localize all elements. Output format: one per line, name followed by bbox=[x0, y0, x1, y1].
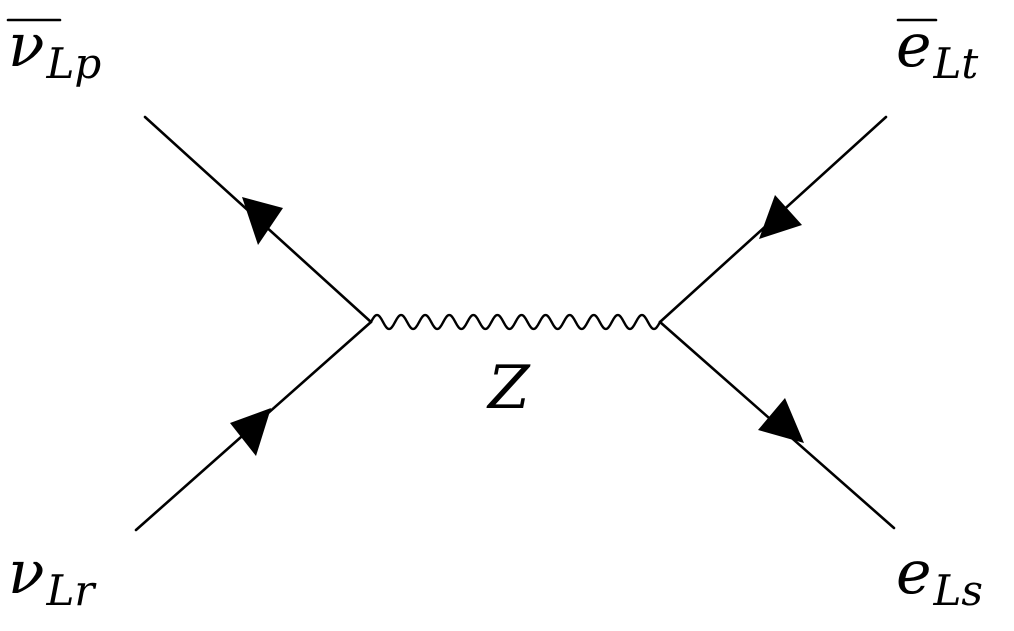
svg-text:νLr: νLr bbox=[8, 538, 97, 615]
label-top-right-symbol: e bbox=[896, 11, 932, 81]
svg-text:νLp: νLp bbox=[8, 11, 101, 88]
arrow-top-left-icon bbox=[242, 197, 283, 245]
svg-text:eLt: eLt bbox=[896, 11, 978, 88]
label-bottom-right-subscript: Ls bbox=[933, 566, 983, 615]
label-propagator: Z bbox=[486, 353, 531, 423]
label-top-right: eLt bbox=[896, 11, 978, 88]
label-bottom-right-symbol: e bbox=[896, 538, 932, 608]
label-bottom-left-subscript: Lr bbox=[45, 566, 97, 615]
label-bottom-left-symbol: ν bbox=[8, 538, 44, 608]
label-top-left-symbol: ν bbox=[8, 11, 44, 81]
arrow-top-right-icon bbox=[759, 195, 802, 239]
arrow-bottom-right-icon bbox=[758, 398, 804, 443]
label-top-left-subscript: Lp bbox=[45, 39, 101, 88]
svg-text:eLs: eLs bbox=[896, 538, 983, 615]
arrow-bottom-left-icon bbox=[230, 408, 271, 456]
label-bottom-right: eLs bbox=[896, 538, 983, 615]
label-top-right-subscript: Lt bbox=[933, 39, 979, 88]
label-top-left: νLp bbox=[6, 11, 101, 88]
label-bottom-left: νLr bbox=[8, 538, 97, 615]
z-boson-propagator bbox=[369, 313, 662, 331]
